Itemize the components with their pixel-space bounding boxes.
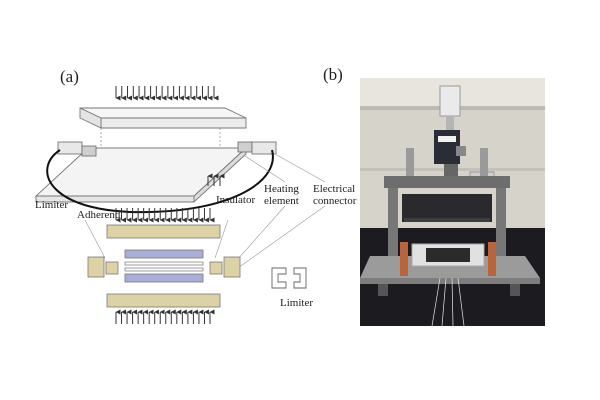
label-adherend: Adherend	[77, 209, 121, 221]
heating-element-top	[124, 249, 204, 259]
panel-b-label: (b)	[323, 65, 343, 84]
pressure-arrows-bottom	[115, 309, 215, 324]
heating-element-bottom	[124, 273, 204, 283]
limiter-left	[87, 256, 105, 278]
label-electrical-connector-2: connector	[313, 195, 357, 207]
apparatus-photo	[360, 78, 545, 326]
label-limiter-bottom: Limiter	[280, 297, 313, 309]
insulator-top	[106, 224, 221, 239]
label-insulator: Insulator	[216, 194, 255, 206]
adherend-strip-bottom	[124, 267, 204, 272]
adherend-plate	[34, 146, 248, 204]
connector-right	[209, 261, 223, 275]
connector-left	[105, 261, 119, 275]
schematic-diagram: (a)	[34, 67, 357, 324]
limiter-right	[223, 256, 241, 278]
panel-a-label: (a)	[60, 67, 79, 86]
panel-b-label-wrap: (b)	[323, 65, 343, 84]
pressure-arrows-small	[207, 173, 225, 186]
pressure-arrows-middle	[115, 208, 215, 223]
wire-loop	[46, 149, 274, 214]
top-plate	[79, 107, 247, 129]
insulator-bottom	[106, 293, 221, 308]
label-limiter: Limiter	[35, 199, 68, 211]
label-heating-element-2: element	[264, 195, 299, 207]
apparatus-illustration	[360, 78, 545, 326]
label-heating-element-1: Heating	[264, 183, 299, 195]
cross-section	[87, 224, 241, 308]
pressure-arrows-top	[115, 86, 219, 101]
adherend-strip-top	[124, 261, 204, 266]
limiter-blocks	[57, 141, 277, 157]
alignment-guides	[100, 128, 221, 150]
limiter-icon	[271, 267, 307, 289]
label-electrical-connector-1: Electrical	[313, 183, 355, 195]
